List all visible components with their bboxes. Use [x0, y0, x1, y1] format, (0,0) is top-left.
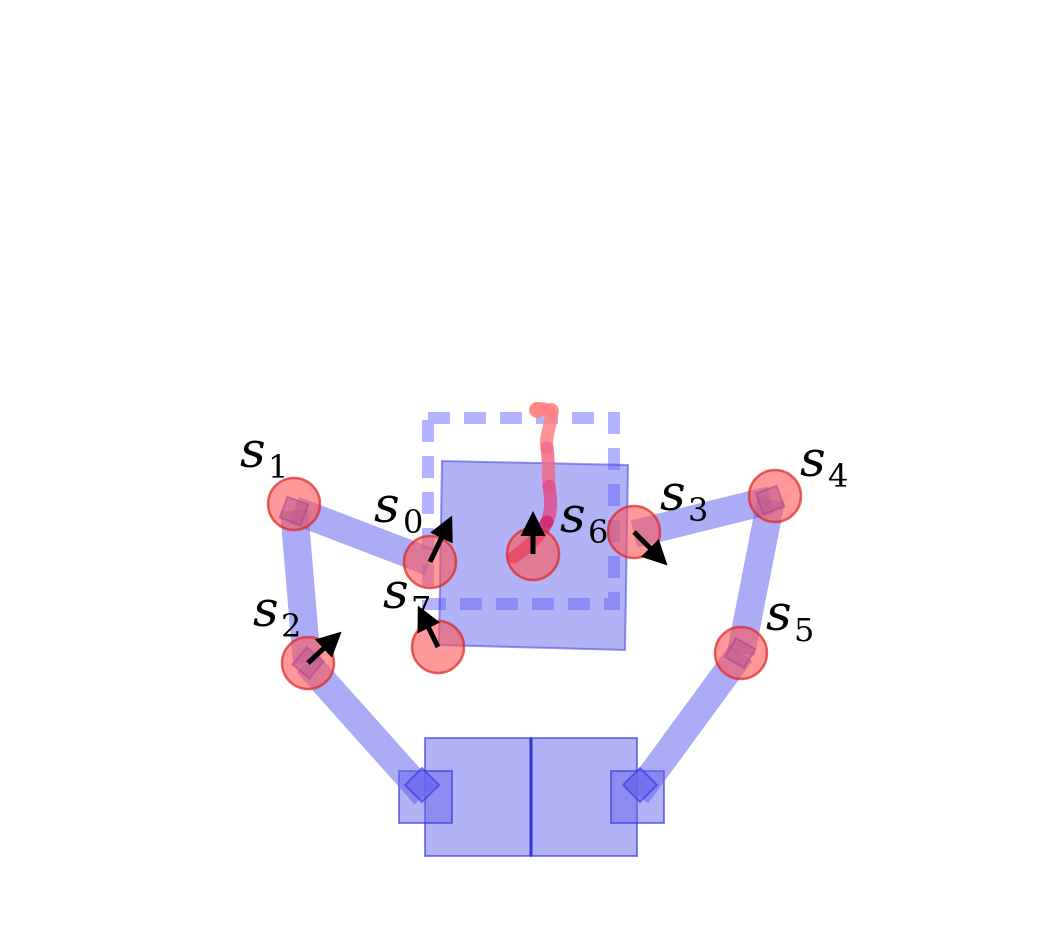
force-arrow-s0 — [427, 515, 453, 564]
svg-text:6: 6 — [588, 513, 608, 551]
joint-square — [403, 766, 441, 804]
contact-label-s5: s 5 — [766, 584, 814, 649]
contact-point-s1 — [266, 476, 322, 532]
contact-label-s0: s 0 — [374, 476, 423, 541]
svg-text:3: 3 — [688, 491, 708, 529]
goal-outline — [422, 412, 620, 610]
contact-label-s1: s 1 — [240, 421, 288, 486]
svg-text:s: s — [240, 421, 266, 479]
svg-text:s: s — [766, 584, 792, 642]
svg-text:s: s — [560, 486, 586, 544]
trajectory-start — [543, 403, 559, 419]
trajectory-start — [529, 402, 545, 418]
force-arrow-s3 — [632, 530, 668, 566]
contact-point-s5 — [713, 625, 769, 681]
contact-label-s3: s 3 — [660, 464, 708, 529]
svg-text:5: 5 — [794, 611, 814, 649]
svg-text:7: 7 — [411, 589, 431, 627]
svg-text:0: 0 — [403, 503, 423, 541]
joint-square — [621, 766, 659, 804]
contact-label-s4: s 4 — [800, 430, 848, 495]
svg-text:1: 1 — [268, 448, 288, 486]
svg-text:2: 2 — [281, 607, 301, 645]
force-arrow-s7 — [417, 605, 441, 649]
svg-text:s: s — [253, 580, 279, 638]
force-arrow-s2 — [306, 631, 342, 665]
contact-label-s6: s 6 — [560, 486, 608, 551]
svg-text:s: s — [800, 430, 826, 488]
svg-text:s: s — [374, 476, 400, 534]
svg-text:s: s — [383, 562, 409, 620]
contact-point-s4 — [747, 468, 803, 524]
svg-text:4: 4 — [828, 457, 848, 495]
contact-label-s2: s 2 — [253, 580, 301, 645]
contact-label-s7: s 7 — [383, 562, 431, 627]
svg-text:s: s — [660, 464, 686, 522]
